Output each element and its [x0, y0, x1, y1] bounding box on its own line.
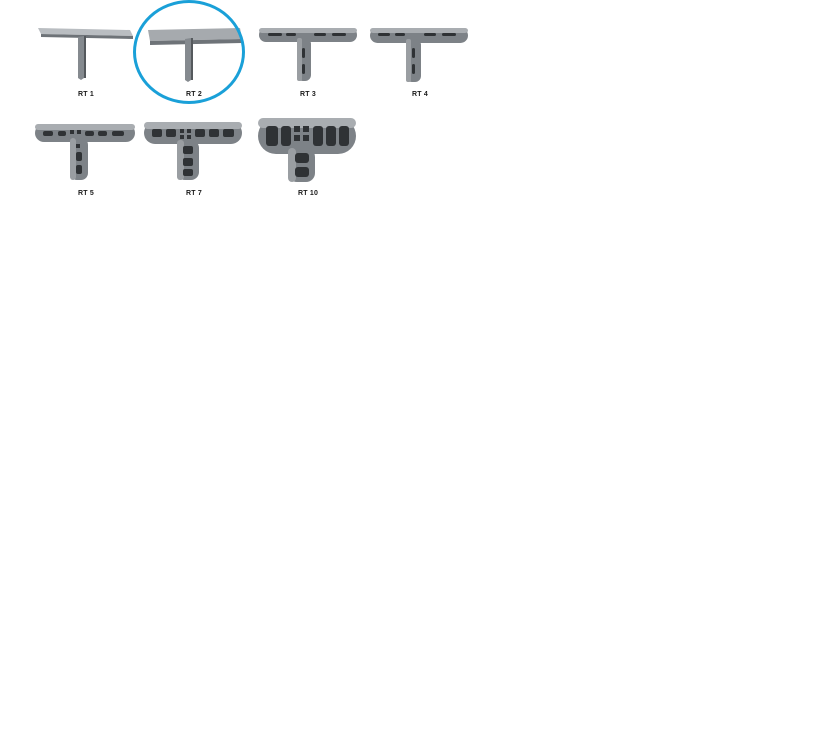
part-label: RT 1 [78, 91, 94, 98]
part-label: RT 3 [300, 91, 316, 98]
part-label: RT 2 [186, 91, 202, 98]
part-tile-rt1[interactable]: RT 1 [34, 22, 138, 110]
perforated-t-bracket-icon [35, 124, 135, 180]
part-tile-rt2[interactable]: RT 2 [142, 22, 246, 110]
part-tile-rt5[interactable]: RT 5 [34, 120, 138, 208]
part-tile-rt10[interactable]: RT 10 [256, 118, 360, 208]
part-label: RT 7 [186, 190, 202, 197]
flat-t-bracket-icon [148, 28, 242, 82]
part-label: RT 10 [297, 190, 319, 197]
slotted-t-bracket-icon [259, 28, 357, 81]
part-tile-rt7[interactable]: RT 7 [142, 120, 246, 208]
part-tile-rt3[interactable]: RT 3 [256, 22, 360, 110]
slotted-t-bracket-icon [370, 28, 468, 82]
perforated-t-bracket-icon [144, 122, 242, 180]
flat-t-bracket-icon [38, 28, 133, 80]
part-label: RT 5 [78, 190, 94, 197]
part-tile-rt4[interactable]: RT 4 [368, 22, 472, 110]
part-label: RT 4 [412, 91, 428, 98]
wide-perforated-t-bracket-icon [258, 118, 356, 182]
